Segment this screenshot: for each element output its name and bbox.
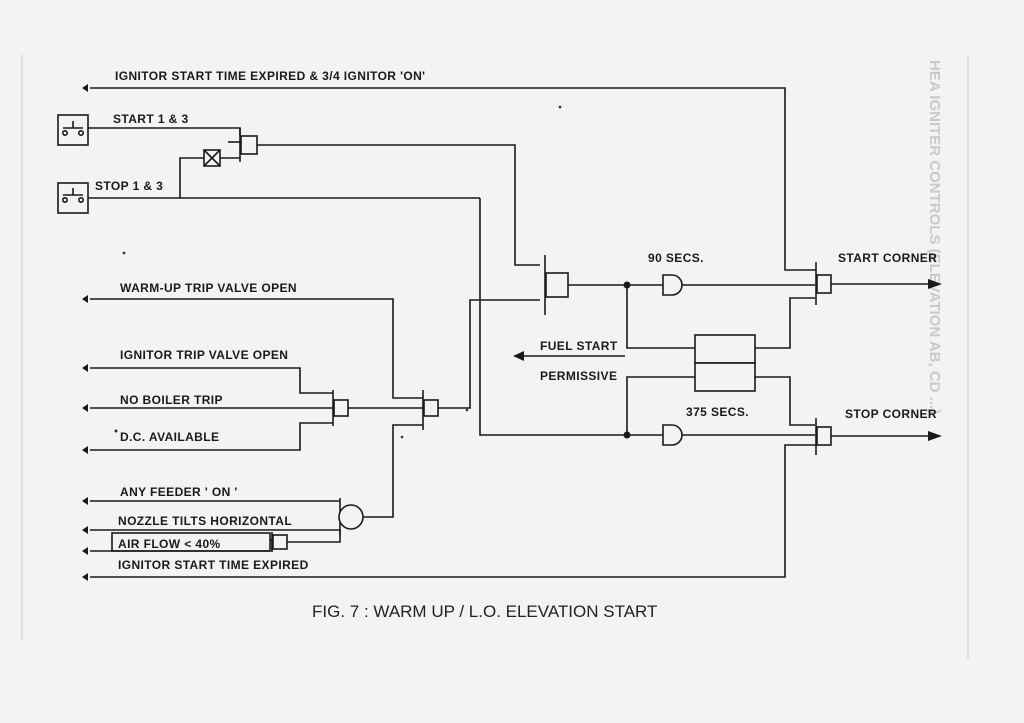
and-gate-permissives — [332, 390, 423, 426]
relay-blocks — [694, 334, 756, 392]
permissive-feed-line — [435, 299, 540, 409]
ignitor-trip-line — [82, 364, 333, 394]
relay-feed-1 — [626, 285, 695, 349]
relay-feed-2 — [626, 376, 695, 435]
stop-pushbutton — [57, 182, 89, 214]
main-and-gate — [544, 255, 569, 315]
start-output-line — [257, 144, 540, 266]
label-any-feeder: ANY FEEDER ' ON ' — [120, 485, 238, 499]
not-gate — [179, 149, 240, 198]
timer-90 — [662, 274, 683, 296]
label-dc-available: D.C. AVAILABLE — [120, 430, 219, 444]
label-air-flow: AIR FLOW < 40% — [118, 537, 221, 551]
label-start-13: START 1 & 3 — [113, 112, 189, 126]
air-flow-and-gate — [271, 530, 341, 552]
or-gate — [338, 424, 423, 535]
relay-out-1 — [755, 297, 815, 349]
speck — [122, 251, 126, 255]
label-timer-90: 90 SECS. — [648, 251, 704, 265]
figure-caption: FIG. 7 : WARM UP / L.O. ELEVATION START — [312, 602, 657, 621]
label-stop-corner: STOP CORNER — [845, 407, 937, 421]
label-ignitor-expired: IGNITOR START TIME EXPIRED — [118, 558, 309, 572]
dc-available-line — [82, 422, 333, 454]
speck — [400, 435, 404, 439]
label-no-boiler-trip: NO BOILER TRIP — [120, 393, 223, 407]
label-timer-375: 375 SECS. — [686, 405, 749, 419]
start-corner-gate — [815, 262, 942, 305]
nozzle-tilts-line — [82, 526, 340, 534]
stop-corner-gate — [815, 418, 942, 455]
bleed-through-title: HEA IGNITER CONTROLS (ELEVATION AB, CD .… — [926, 60, 943, 414]
relay-out-2 — [755, 376, 815, 426]
timer-375 — [662, 424, 683, 446]
junction-dot-2 — [623, 431, 631, 439]
speck — [465, 408, 469, 412]
start-and-gate — [228, 128, 258, 162]
start-line — [88, 127, 241, 136]
label-ignitor-trip-valve: IGNITOR TRIP VALVE OPEN — [120, 348, 288, 362]
label-ignitor-expired-34: IGNITOR START TIME EXPIRED & 3/4 IGNITOR… — [115, 69, 425, 83]
no-boiler-trip-line — [82, 404, 333, 412]
fuel-start-arrow — [513, 351, 625, 361]
label-nozzle-tilts: NOZZLE TILTS HORIZONTAL — [118, 514, 292, 528]
speck — [558, 105, 562, 109]
warmup-trip-line — [82, 295, 423, 399]
stop-feed-line — [479, 198, 663, 436]
any-feeder-line — [82, 497, 340, 505]
speck — [114, 429, 118, 433]
label-fuel-start: FUEL START — [540, 339, 618, 353]
label-start-corner: START CORNER — [838, 251, 937, 265]
and-gate-fuel-permissive — [422, 390, 439, 430]
label-stop-13: STOP 1 & 3 — [95, 179, 163, 193]
label-permissive: PERMISSIVE — [540, 369, 617, 383]
bottom-signal-line — [82, 444, 816, 581]
top-signal-line — [82, 84, 816, 271]
start-pushbutton — [57, 114, 89, 146]
label-warmup-trip-valve: WARM-UP TRIP VALVE OPEN — [120, 281, 297, 295]
